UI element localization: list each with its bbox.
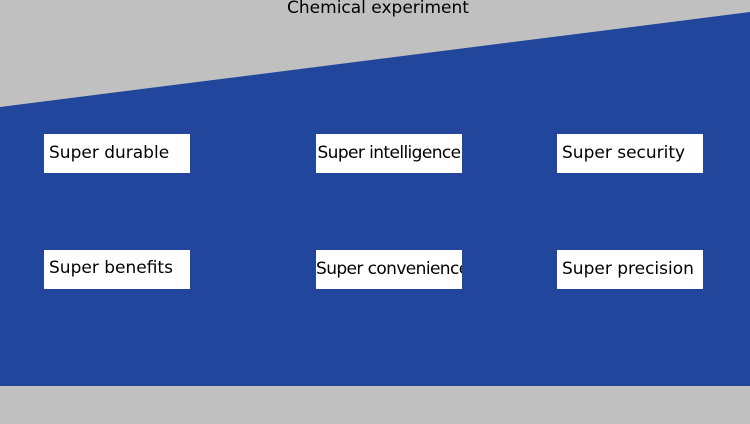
- page-title: Chemical experiment: [287, 0, 469, 18]
- card-super-intelligence: Super intelligence: [316, 134, 462, 173]
- card-super-precision: Super precision: [557, 250, 703, 289]
- card-super-durable: Super durable: [44, 134, 190, 173]
- blue-panel-shape: [0, 12, 750, 386]
- card-super-convenience: Super convenience: [316, 250, 462, 289]
- card-super-benefits: Super benefits: [44, 250, 190, 289]
- card-super-security: Super security: [557, 134, 703, 173]
